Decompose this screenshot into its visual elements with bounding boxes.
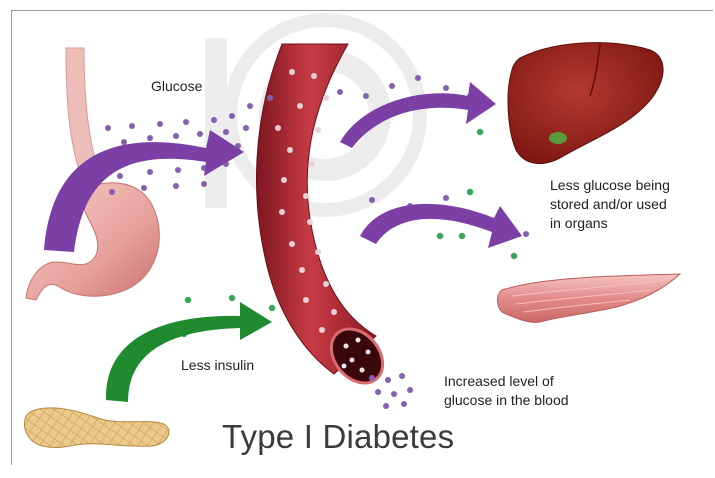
glucose-dot — [391, 391, 397, 397]
insulin-dot — [459, 233, 465, 239]
glucose-dot — [443, 195, 449, 201]
diagram-title: Type I Diabetes — [222, 418, 454, 456]
glucose-dot — [147, 135, 153, 141]
glucose-dot — [523, 231, 529, 237]
vessel-glucose-dot — [281, 177, 287, 183]
vessel-glucose-dot — [279, 209, 285, 215]
arrow-pancreas-to-vessel — [106, 302, 272, 402]
muscle-shape — [498, 274, 681, 322]
vessel-glucose-dot — [289, 69, 295, 75]
arrow-vessel-to-muscle — [360, 204, 522, 248]
vessel-glucose-dot — [331, 309, 337, 315]
glucose-dot — [173, 133, 179, 139]
cross-section-dot — [366, 350, 371, 355]
vessel-glucose-dot — [323, 281, 329, 287]
glucose-dot — [117, 173, 123, 179]
cross-section-dot — [342, 364, 347, 369]
insulin-dot — [477, 129, 483, 135]
vessel-glucose-dot — [297, 103, 303, 109]
glucose-dot — [369, 375, 375, 381]
vessel-glucose-dot — [311, 73, 317, 79]
vessel-glucose-dot — [315, 127, 321, 133]
vessel-glucose-dot — [319, 327, 325, 333]
glucose-dot — [337, 89, 343, 95]
vessel-glucose-dot — [287, 147, 293, 153]
glucose-dot — [229, 113, 235, 119]
liver-shape — [508, 43, 663, 164]
glucose-dot — [375, 389, 381, 395]
insulin-dot — [511, 253, 517, 259]
glucose-dot — [211, 117, 217, 123]
insulin-dot — [185, 297, 191, 303]
glucose-dot — [247, 103, 253, 109]
glucose-dot — [141, 185, 147, 191]
glucose-dot — [105, 125, 111, 131]
glucose-dot — [267, 95, 273, 101]
glucose-dot — [369, 197, 375, 203]
insulin-dot — [467, 189, 473, 195]
glucose-dot — [443, 85, 449, 91]
glucose-dot — [157, 121, 163, 127]
label-organs: Less glucose being stored and/or used in… — [550, 176, 670, 233]
glucose-dot — [401, 401, 407, 407]
glucose-dot — [147, 169, 153, 175]
glucose-dot — [121, 139, 127, 145]
glucose-dot — [407, 387, 413, 393]
glucose-dot — [223, 129, 229, 135]
vessel-glucose-dot — [299, 267, 305, 273]
vessel-glucose-dot — [309, 161, 315, 167]
vessel-glucose-dot — [307, 219, 313, 225]
label-less-insulin: Less insulin — [181, 356, 254, 375]
glucose-dot — [243, 125, 249, 131]
insulin-dot — [269, 305, 275, 311]
cross-section-dot — [350, 358, 355, 363]
cross-section-dot — [356, 338, 361, 343]
glucose-dot — [197, 131, 203, 137]
cross-section-dot — [360, 368, 365, 373]
glucose-dot — [175, 167, 181, 173]
glucose-dot — [383, 403, 389, 409]
insulin-dot — [229, 295, 235, 301]
glucose-dot — [173, 183, 179, 189]
glucose-dot — [129, 123, 135, 129]
vessel-glucose-dot — [303, 193, 309, 199]
pancreas-shape — [24, 408, 169, 448]
vessel-glucose-dot — [289, 241, 295, 247]
insulin-dot — [437, 233, 443, 239]
glucose-dot — [183, 119, 189, 125]
glucose-dot — [363, 93, 369, 99]
label-blood-glucose: Increased level of glucose in the blood — [444, 372, 569, 410]
vessel-glucose-dot — [323, 95, 329, 101]
glucose-dot — [415, 75, 421, 81]
glucose-dot — [389, 83, 395, 89]
glucose-dot — [109, 189, 115, 195]
glucose-dot — [201, 181, 207, 187]
vessel-glucose-dot — [315, 249, 321, 255]
vessel-glucose-dot — [275, 125, 281, 131]
glucose-dot — [399, 373, 405, 379]
cross-section-dot — [344, 344, 349, 349]
glucose-dot — [385, 377, 391, 383]
vessel-glucose-dot — [303, 297, 309, 303]
label-glucose: Glucose — [151, 77, 202, 96]
